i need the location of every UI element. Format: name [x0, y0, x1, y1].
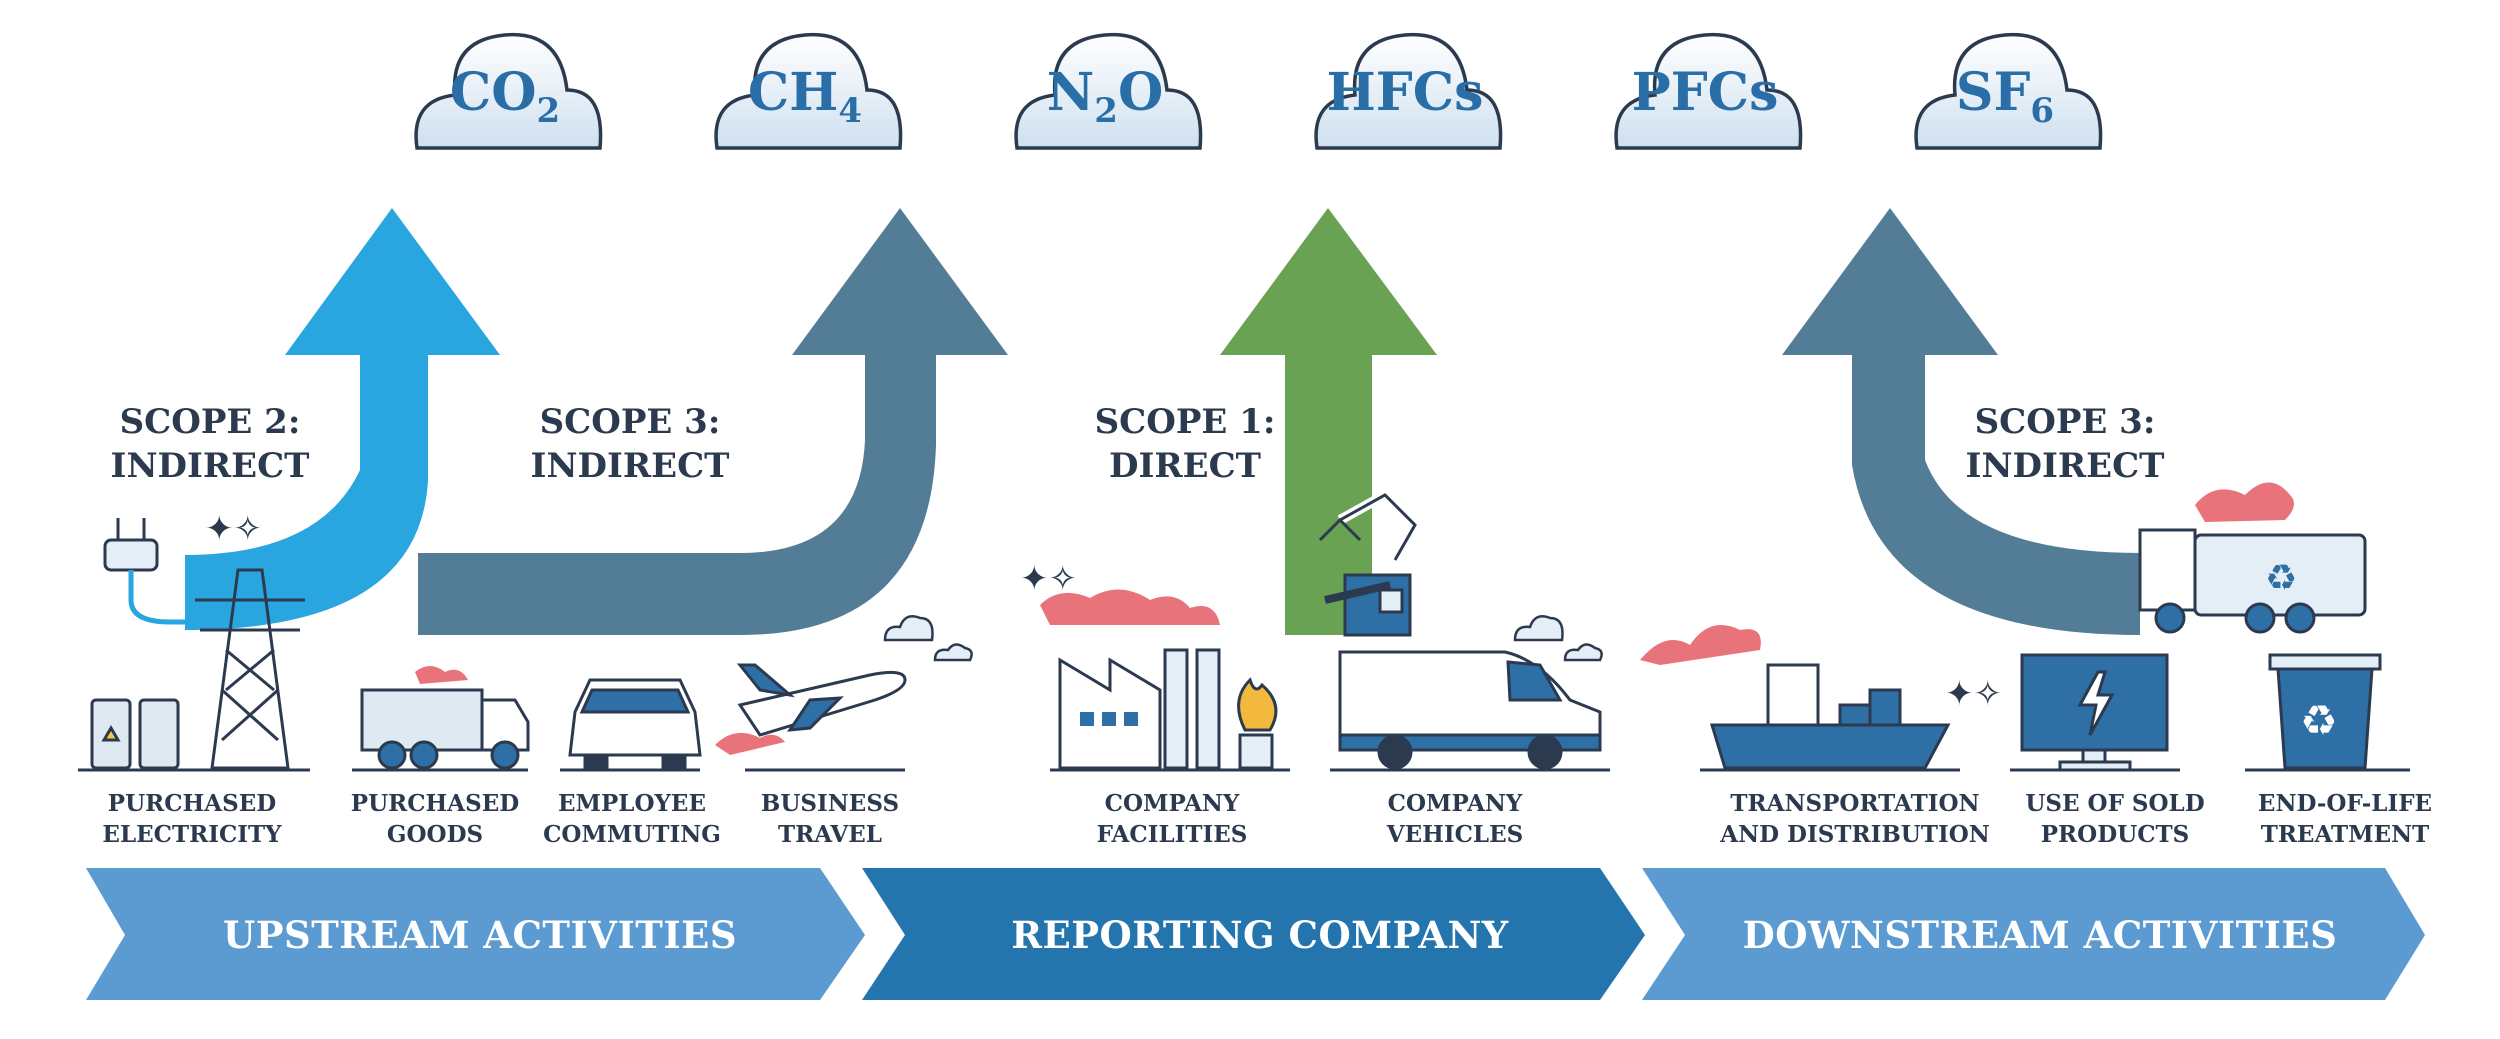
scope-label-1: SCOPE 1:DIRECT — [1094, 402, 1276, 486]
storage-tanks-icon — [90, 698, 180, 770]
gas-label-n2o: N2O — [1046, 62, 1164, 131]
cloud-icon — [714, 32, 903, 150]
cloud-icon — [414, 32, 603, 150]
delivery-truck-icon — [360, 666, 530, 770]
robotic-arm-icon — [1318, 488, 1422, 637]
band-label-upstream: UPSTREAM ACTIVITIES — [222, 913, 738, 957]
scope3-upstream-arrow — [418, 208, 1008, 635]
scope-label-3-downstream: SCOPE 3:INDIRECT — [1965, 402, 2165, 486]
scope-label-3-upstream: SCOPE 3:INDIRECT — [530, 402, 730, 486]
sparkle-icon: ✦✧ — [205, 509, 262, 549]
upstream-band — [86, 868, 865, 1000]
delivery-van-icon — [1338, 650, 1602, 770]
svg-text:♻: ♻ — [2265, 558, 2297, 599]
gas-label-ch4: CH4 — [747, 62, 863, 131]
gas-label-pfcs: PFCs — [1631, 62, 1779, 123]
band-label-downstream: DOWNSTREAM ACTIVITIES — [1742, 913, 2338, 957]
svg-text:♻: ♻ — [2300, 696, 2338, 745]
gas-label-co2: CO2 — [449, 62, 561, 131]
cloud-icon — [1014, 32, 1203, 150]
power-pylon-icon — [195, 568, 305, 770]
power-plug-icon — [103, 518, 250, 625]
small-clouds-icon — [883, 615, 973, 662]
gas-label-hfcs: HFCs — [1326, 62, 1484, 123]
recycling-bin-icon: ♻ — [2268, 653, 2382, 770]
cargo-ship-icon — [1640, 625, 1951, 770]
small-clouds-icon — [1513, 615, 1603, 662]
sparkle-icon: ✦✧ — [1945, 674, 2002, 714]
gas-label-sf6: SF6 — [1955, 62, 2055, 131]
band-label-reporting: REPORTING COMPANY — [1011, 913, 1509, 957]
scope-label-2: SCOPE 2:INDIRECT — [110, 402, 310, 486]
monitor-icon — [2020, 653, 2169, 772]
scope3-downstream-arrow — [1782, 208, 2140, 635]
reporting-band — [862, 868, 1645, 1000]
airplane-icon — [715, 663, 907, 755]
factory-icon — [1040, 589, 1278, 770]
scope1-arrow — [1220, 208, 1437, 635]
cloud-icon — [1614, 32, 1803, 150]
car-icon — [568, 678, 702, 772]
scope2-arrow — [185, 208, 500, 630]
sparkle-icon: ✦✧ — [1020, 559, 1077, 599]
downstream-band — [1642, 868, 2425, 1000]
cloud-icon — [1914, 32, 2103, 150]
cloud-icon — [1314, 32, 1503, 150]
garbage-truck-icon: ♻ — [2138, 482, 2367, 634]
